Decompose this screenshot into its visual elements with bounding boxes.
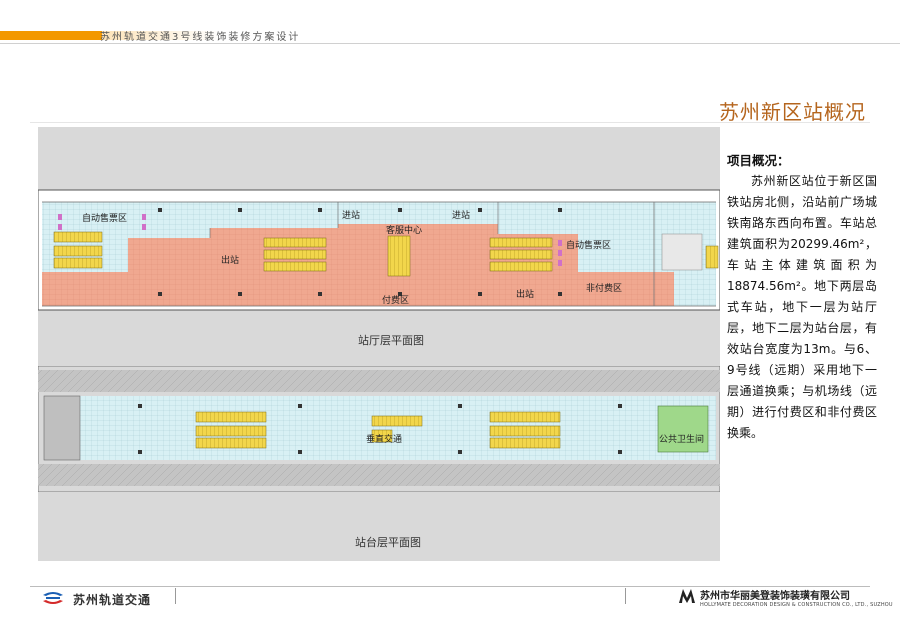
label-exit-right: 出站 <box>516 290 535 300</box>
hall-floor-plan <box>38 189 720 311</box>
label-vending-left: 自动售票区 <box>82 214 128 224</box>
header-title: 苏州轨道交通3号线装饰装修方案设计 <box>100 32 301 43</box>
footer-divider <box>30 586 870 587</box>
hall-plan-caption: 站厅层平面图 <box>358 334 424 347</box>
description-body: 苏州新区站位于新区国铁站房北侧，沿站前广场城铁南路东西向布置。车站总建筑面积为2… <box>727 174 877 440</box>
company-name-cn: 苏州市华丽美登装饰装璜有限公司 <box>700 591 850 602</box>
project-description: 项目概况： 苏州新区站位于新区国铁站房北侧，沿站前广场城铁南路东西向布置。车站总… <box>727 150 877 444</box>
title-divider <box>30 122 870 123</box>
label-service-center: 客服中心 <box>386 226 423 236</box>
suzhou-rail-logo-icon <box>43 592 63 604</box>
label-entry-left: 进站 <box>342 211 361 221</box>
footer-separator <box>175 588 176 604</box>
company-block: 苏州市华丽美登装饰装璜有限公司 HOLLYMATE DECORATION DES… <box>700 587 893 608</box>
label-entry-right: 进站 <box>452 211 471 221</box>
platform-plan-caption: 站台层平面图 <box>355 536 421 549</box>
footer-brand: 苏州轨道交通 <box>73 593 152 607</box>
header-accent-fade <box>102 31 222 40</box>
header-accent-bar <box>0 31 102 40</box>
company-name-en: HOLLYMATE DECORATION DESIGN & CONSTRUCTI… <box>700 602 893 608</box>
footer-separator-right <box>625 588 626 604</box>
label-restroom: 公共卫生间 <box>659 435 705 445</box>
header-divider <box>0 43 900 44</box>
description-title: 项目概况： <box>727 153 790 168</box>
company-logo-icon <box>679 589 695 603</box>
page-title: 苏州新区站概况 <box>719 100 866 124</box>
label-paid-area: 付费区 <box>382 296 410 306</box>
platform-floor-plan <box>38 366 720 492</box>
label-vending-right: 自动售票区 <box>566 241 612 251</box>
description-panel <box>720 127 870 561</box>
label-unpaid-area: 非付费区 <box>586 284 623 294</box>
label-vertical-transport: 垂直交通 <box>366 435 403 445</box>
label-exit-left: 出站 <box>221 256 240 266</box>
